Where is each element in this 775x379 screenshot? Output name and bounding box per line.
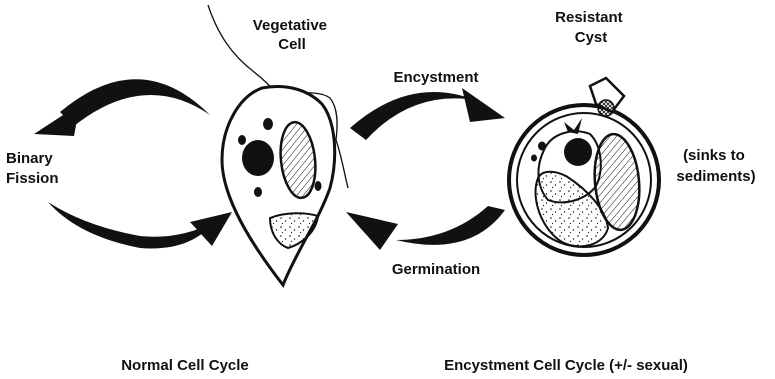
binary-fission-bottom-arrow [48, 202, 232, 248]
resistant-cyst-label-line2: Cyst [575, 29, 608, 46]
vegetative-cell-label-line1: Vegetative [253, 17, 327, 34]
sinks-label-line2: sediments) [676, 168, 755, 185]
germination-arrow [346, 206, 505, 250]
nucleus [242, 140, 274, 176]
vegetative-cell-label: Vegetative Cell [253, 17, 331, 53]
sinks-label-line1: (sinks to [683, 147, 745, 164]
encystment-label: Encystment [393, 69, 478, 86]
binary-fission-label-line1: Binary [6, 150, 53, 167]
binary-fission-top-arrow [34, 79, 210, 136]
binary-fission-label: Binary Fission [6, 150, 59, 187]
encystment-arrow [350, 88, 505, 140]
vegetative-cell-label-line2: Cell [278, 36, 306, 53]
germination-label: Germination [392, 261, 480, 278]
cyst-nucleus [564, 138, 592, 166]
sinks-to-sediments-label: (sinks to sediments) [676, 147, 755, 185]
resistant-cyst-label: Resistant Cyst [555, 9, 627, 46]
encystment-cell-cycle-label: Encystment Cell Cycle (+/- sexual) [444, 357, 688, 374]
resistant-cyst-label-line1: Resistant [555, 9, 623, 26]
resistant-cyst [509, 78, 659, 255]
normal-cell-cycle-label: Normal Cell Cycle [121, 357, 249, 374]
binary-fission-label-line2: Fission [6, 170, 59, 187]
